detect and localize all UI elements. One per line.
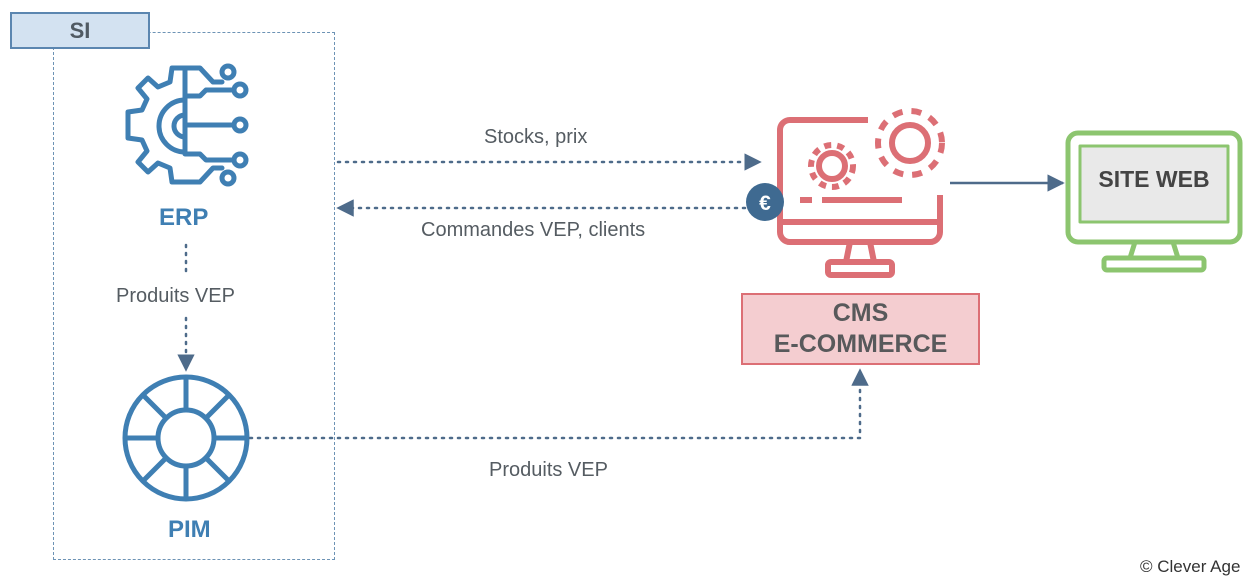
flow-erp-cms-label: Stocks, prix [484, 126, 588, 148]
flow-cms-erp-label: Commandes VEP, clients [421, 219, 646, 241]
flow-pim-cms-arrow [248, 368, 869, 440]
euro-badge [746, 183, 784, 221]
erp-label: ERP [159, 204, 209, 231]
si-boundary [53, 32, 335, 560]
euro-icon: € [759, 192, 771, 215]
pim-label: PIM [168, 516, 211, 543]
cms-label-box: CMS E-COMMERCE [741, 293, 980, 365]
wheel-icon [122, 374, 250, 502]
copyright-credit: © Clever Age [1140, 557, 1241, 576]
flow-pim-cms-label: Produits VEP [489, 459, 608, 481]
cms-label-line2: E-COMMERCE [773, 330, 948, 358]
si-label: SI [10, 12, 150, 49]
monitor-icon [1065, 130, 1243, 273]
cms-label-line1: CMS [832, 299, 889, 327]
monitor-gears-icon [777, 108, 945, 278]
site-web-label: SITE WEB [1098, 166, 1210, 192]
flow-erp-pim-label: Produits VEP [116, 285, 235, 307]
gear-circuit-icon [125, 63, 249, 187]
